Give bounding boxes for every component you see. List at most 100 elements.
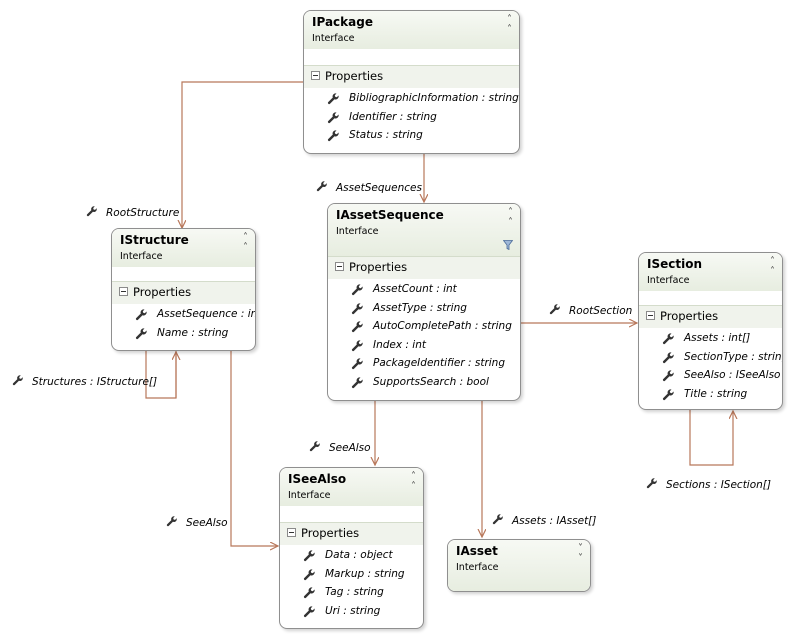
isection-title: ISection: [647, 257, 702, 271]
wrench-icon: [327, 111, 339, 123]
property-row[interactable]: Assets : int[]: [639, 330, 782, 349]
edge-label-text: Structures : IStructure[]: [32, 376, 158, 388]
iseealso-shape[interactable]: ISeeAlso Interface ˄˄ Properties Data : …: [279, 467, 424, 629]
iasset-stereotype: Interface: [456, 562, 499, 573]
collapse-section-icon[interactable]: [646, 311, 655, 320]
section-label: Properties: [301, 526, 360, 540]
ipackage-shape[interactable]: IPackage Interface ˄˄ Properties Bibliog…: [303, 10, 520, 154]
property-row[interactable]: Name : string: [112, 325, 255, 344]
property-text: SupportsSearch : bool: [373, 375, 489, 388]
wrench-icon: [166, 516, 177, 527]
collapse-section-icon[interactable]: [311, 71, 320, 80]
double-chevron-up-icon[interactable]: ˄˄: [507, 14, 512, 35]
property-row[interactable]: AssetType : string: [328, 300, 520, 319]
wrench-icon: [135, 309, 147, 321]
root-section-label[interactable]: RootSection: [549, 304, 632, 317]
property-row[interactable]: SeeAlso : ISeeAlso: [639, 367, 782, 386]
iseealso-header[interactable]: ISeeAlso Interface ˄˄: [280, 468, 423, 506]
wrench-icon: [646, 478, 657, 489]
wrench-icon: [309, 441, 320, 452]
section-label: Properties: [133, 285, 192, 299]
ipackage-header[interactable]: IPackage Interface ˄˄: [304, 11, 519, 49]
property-row[interactable]: SupportsSearch : bool: [328, 374, 520, 393]
wrench-icon: [351, 339, 363, 351]
sections-label[interactable]: Sections : ISection[]: [646, 478, 771, 491]
double-chevron-down-icon[interactable]: ˅˅: [578, 543, 583, 564]
property-text: Tag : string: [325, 586, 384, 598]
property-text: SectionType : string: [684, 350, 783, 363]
property-row[interactable]: BibliographicInformation : string: [304, 90, 519, 109]
property-row[interactable]: AssetSequence : int?: [112, 306, 255, 325]
property-text: AssetSequence : int?: [157, 308, 256, 320]
property-text: AssetCount : int: [373, 283, 457, 295]
property-row[interactable]: AutoCompletePath : string: [328, 318, 520, 337]
see-also-label-sequence[interactable]: SeeAlso: [309, 441, 371, 454]
double-chevron-up-icon[interactable]: ˄˄: [508, 207, 513, 228]
wrench-icon: [303, 568, 315, 580]
iassetsequence-properties-section[interactable]: Properties: [328, 256, 520, 279]
wrench-icon: [135, 327, 147, 339]
isection-properties-section[interactable]: Properties: [639, 305, 782, 328]
ipackage-title: IPackage: [312, 15, 373, 29]
section-label: Properties: [660, 309, 719, 323]
filter-icon[interactable]: [503, 240, 513, 250]
edge-label-text: Assets : IAsset[]: [512, 515, 597, 527]
ipackage-properties-section[interactable]: Properties: [304, 65, 519, 88]
edge-label-text: RootSection: [569, 305, 633, 317]
istructure-properties-section[interactable]: Properties: [112, 281, 255, 304]
double-chevron-up-icon[interactable]: ˄˄: [411, 471, 416, 492]
wrench-icon: [351, 284, 363, 296]
structures-label[interactable]: Structures : IStructure[]: [12, 375, 157, 388]
property-text: AutoCompletePath : string: [373, 320, 512, 332]
iassetsequence-shape[interactable]: IAssetSequence Interface ˄˄ Properties A…: [327, 203, 521, 401]
property-text: Uri : string: [325, 604, 381, 617]
edge-label-text: SeeAlso: [186, 517, 228, 529]
assets-label[interactable]: Assets : IAsset[]: [492, 514, 596, 527]
property-row[interactable]: Markup : string: [280, 566, 423, 585]
property-row[interactable]: AssetCount : int: [328, 281, 520, 300]
property-text: Assets : int[]: [684, 332, 751, 344]
property-row[interactable]: Tag : string: [280, 584, 423, 603]
double-chevron-up-icon[interactable]: ˄˄: [770, 256, 775, 277]
property-row[interactable]: SectionType : string: [639, 349, 782, 368]
isection-shape[interactable]: ISection Interface ˄˄ Properties Assets …: [638, 252, 783, 410]
isection-header[interactable]: ISection Interface ˄˄: [639, 253, 782, 291]
property-row[interactable]: PackageIdentifier : string: [328, 355, 520, 374]
see-also-structure-connector[interactable]: [230, 350, 278, 546]
collapse-section-icon[interactable]: [119, 287, 128, 296]
sections-self-connector[interactable]: [689, 409, 733, 466]
collapse-section-icon[interactable]: [335, 262, 344, 271]
property-text: Name : string: [157, 326, 229, 339]
wrench-icon: [327, 130, 339, 142]
double-chevron-up-icon[interactable]: ˄˄: [243, 232, 248, 253]
root-structure-connector[interactable]: [182, 81, 303, 228]
property-text: PackageIdentifier : string: [373, 357, 506, 369]
istructure-header[interactable]: IStructure Interface ˄˄: [112, 229, 255, 267]
property-text: Data : object: [325, 549, 393, 561]
property-row[interactable]: Data : object: [280, 547, 423, 566]
iassetsequence-header[interactable]: IAssetSequence Interface ˄˄: [328, 204, 520, 256]
isection-props: Assets : int[] SectionType : string SeeA…: [639, 328, 782, 408]
property-row[interactable]: Index : int: [328, 337, 520, 356]
collapse-section-icon[interactable]: [287, 528, 296, 537]
ipackage-stereotype: Interface: [312, 33, 355, 44]
iassetsequence-stereotype: Interface: [336, 226, 379, 237]
iseealso-properties-section[interactable]: Properties: [280, 522, 423, 545]
see-also-label-structure[interactable]: SeeAlso: [166, 516, 228, 529]
property-row[interactable]: Status : string: [304, 127, 519, 146]
root-structure-label[interactable]: RootStructure: [86, 206, 179, 219]
wrench-icon: [316, 181, 327, 192]
istructure-props: AssetSequence : int? Name : string: [112, 304, 255, 347]
section-label: Properties: [325, 69, 384, 83]
istructure-shape[interactable]: IStructure Interface ˄˄ Properties Asset…: [111, 228, 256, 351]
iasset-shape[interactable]: IAsset Interface ˅˅: [447, 539, 591, 592]
edge-label-text: AssetSequences: [336, 182, 422, 194]
property-row[interactable]: Title : string: [639, 386, 782, 405]
asset-sequences-label[interactable]: AssetSequences: [316, 181, 422, 194]
structures-self-connector[interactable]: [145, 349, 177, 399]
property-text: Identifier : string: [349, 110, 437, 123]
property-row[interactable]: Uri : string: [280, 603, 423, 622]
edge-label-text: SeeAlso: [329, 442, 371, 454]
property-row[interactable]: Identifier : string: [304, 109, 519, 128]
iasset-header[interactable]: IAsset Interface ˅˅: [448, 540, 590, 591]
